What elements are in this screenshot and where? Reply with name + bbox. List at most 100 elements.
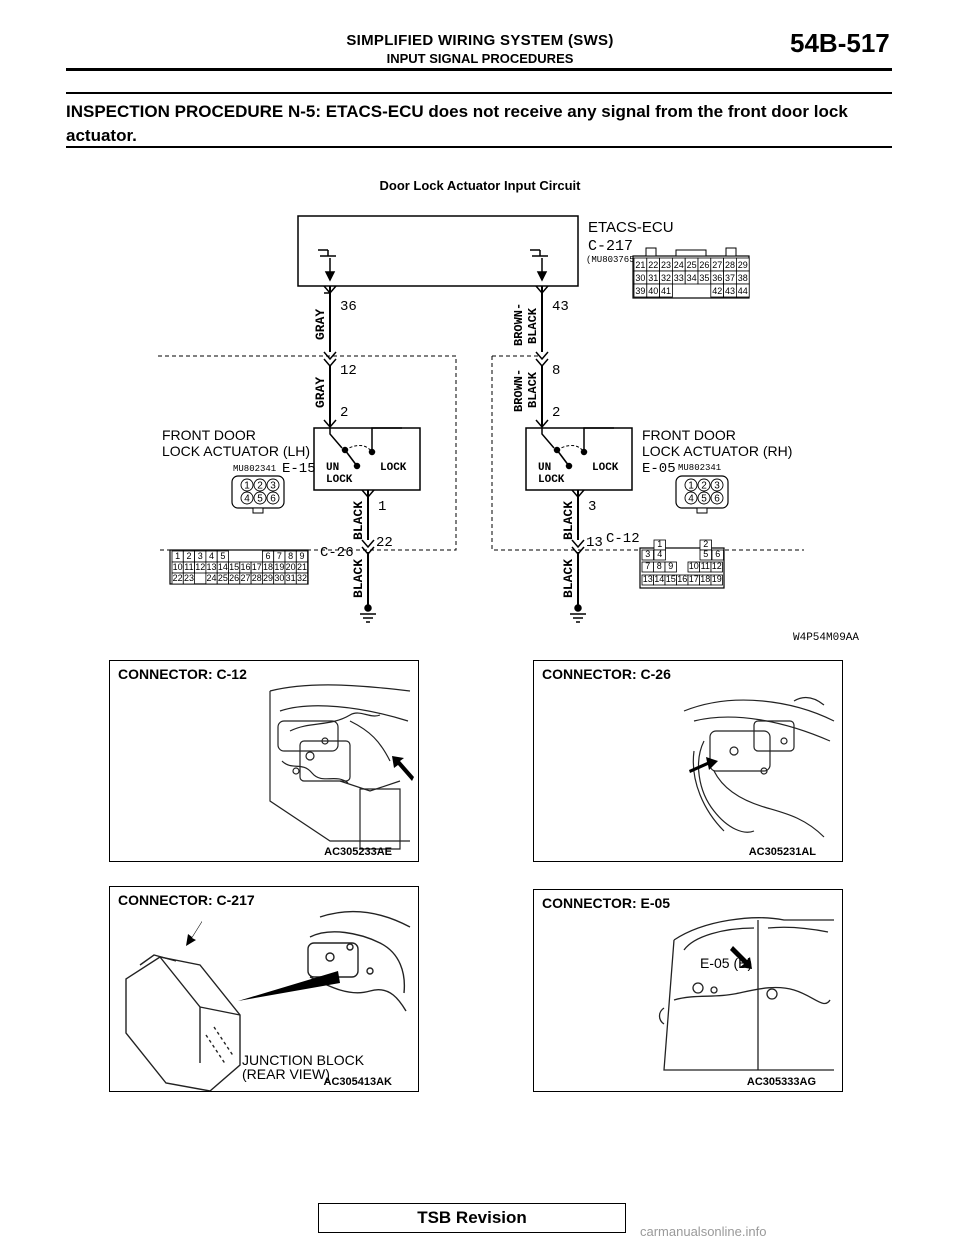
panel-connector-c26: CONNECTOR: C-26 AC305231AL xyxy=(533,660,843,862)
e05-pins-pin-label: 1 xyxy=(688,481,694,492)
c12-pin-label: 19 xyxy=(712,574,722,584)
panel-e05-title: CONNECTOR: E-05 xyxy=(542,895,671,911)
e15-pins-pin-label: 4 xyxy=(244,494,250,505)
e05-pins-pin xyxy=(710,491,724,505)
left-pin-in: 2 xyxy=(340,405,348,421)
c217-pin-label: 44 xyxy=(738,286,748,296)
c26-pin-label: 2 xyxy=(186,551,191,561)
c217-pin-label: 25 xyxy=(687,260,697,270)
c12-pin-label: 13 xyxy=(643,574,653,584)
right-pin-out: 3 xyxy=(588,499,596,515)
right-c12-label: C-12 xyxy=(606,531,640,547)
c26-pin-label: 28 xyxy=(252,573,262,583)
c217-location-illustration: JUNCTION BLOCK (REAR VIEW) xyxy=(125,910,411,1091)
e15-pins-pin-label: 6 xyxy=(270,494,276,505)
c12-pin-label: 6 xyxy=(715,549,720,559)
c217-pin-label: 21 xyxy=(635,260,645,270)
e15-pins-pin xyxy=(266,478,280,492)
c12-pin-cell xyxy=(653,549,666,561)
c12-pin-label: 11 xyxy=(701,561,710,571)
e15-pins-pin-label: 1 xyxy=(244,481,250,492)
left-switch-lock-a: LOCK xyxy=(326,474,353,486)
c12-pin-label: 10 xyxy=(689,561,699,571)
c26-pin-label: 9 xyxy=(299,551,304,561)
c26-pin-label: 29 xyxy=(263,573,273,583)
panel-c12-code: AC305233AE xyxy=(324,846,392,858)
c12-pin-label: 3 xyxy=(645,549,650,559)
c26-pin-label: 7 xyxy=(277,551,282,561)
right-switch-lock-b: LOCK xyxy=(592,462,619,474)
right-wire-black-2: BLACK xyxy=(561,559,576,598)
panel-c217-title: CONNECTOR: C-217 xyxy=(118,892,255,908)
e05-pins-pin xyxy=(710,478,724,492)
ecu-name: ETACS-ECU xyxy=(588,219,674,236)
c217-pin-label: 30 xyxy=(635,273,645,283)
c26-pin-cell xyxy=(182,572,196,585)
c12-pin-label: 15 xyxy=(666,574,676,584)
c12-pin-label: 12 xyxy=(712,561,722,571)
right-wire-brown-2b: BLACK xyxy=(526,371,540,408)
c12-pin-label: 18 xyxy=(700,574,710,584)
e15-pins-pin xyxy=(266,491,280,505)
c12-pin-label: 2 xyxy=(703,539,708,549)
ecu-part-number: (MU803765) xyxy=(586,255,640,265)
right-wire-brown-1a: BROWN- xyxy=(512,303,526,346)
c12-pin-label: 16 xyxy=(677,574,687,584)
c26-pin-label: 19 xyxy=(274,562,284,572)
c12-pin-cell xyxy=(710,561,723,573)
right-pin-in: 2 xyxy=(552,405,560,421)
right-wire-black-1: BLACK xyxy=(561,501,576,540)
left-pin-mid: 12 xyxy=(340,363,357,379)
c26-pin-label: 25 xyxy=(218,573,228,583)
procedure-rule-bottom xyxy=(66,146,892,148)
c12-pin-cell xyxy=(710,574,723,586)
c26-pin-label: 26 xyxy=(229,573,239,583)
c26-pin-label: 14 xyxy=(218,562,228,572)
e05-pins-pin xyxy=(684,491,698,505)
c26-pin-label: 18 xyxy=(263,562,273,572)
c217-pin-label: 40 xyxy=(648,286,658,296)
e05-location-illustration: E-05 (B) xyxy=(658,917,834,1071)
c26-pin-label: 20 xyxy=(286,562,296,572)
c26-pin-label: 8 xyxy=(288,551,293,561)
e05-callout: E-05 (B) xyxy=(700,955,752,971)
right-part-number: MU802341 xyxy=(678,463,721,473)
left-switch-lock-b: LOCK xyxy=(380,462,407,474)
c26-pin-label: 27 xyxy=(240,573,250,583)
right-wire-brown-2a: BROWN- xyxy=(512,369,526,412)
c26-pin-label: 13 xyxy=(207,562,217,572)
right-pin-mid: 8 xyxy=(552,363,560,379)
c12-pin-cell xyxy=(641,549,654,561)
c26-pin-label: 1 xyxy=(175,551,180,561)
panel-c26-code: AC305231AL xyxy=(748,846,816,858)
right-switch-lock-a: LOCK xyxy=(538,474,565,486)
section-title: SIMPLIFIED WIRING SYSTEM (SWS) xyxy=(346,32,614,49)
c217-pin-label: 35 xyxy=(699,273,709,283)
etacs-ecu-box xyxy=(297,215,579,287)
c12-pin-label: 7 xyxy=(645,561,650,571)
e05-pins-pin-label: 3 xyxy=(714,481,720,492)
e05-pins-pin xyxy=(697,491,711,505)
c26-pin-label: 10 xyxy=(173,562,183,572)
left-actuator-label-2: LOCK ACTUATOR (LH) xyxy=(162,443,310,459)
c12-location-illustration xyxy=(269,684,414,850)
c217-pin-label: 32 xyxy=(661,273,671,283)
c217-pin-label: 41 xyxy=(661,286,671,296)
c12-pin-cell xyxy=(664,561,677,573)
ecu-connector: C-217 xyxy=(588,238,633,255)
c26-pin-label: 3 xyxy=(198,551,203,561)
e15-pins-pin xyxy=(240,491,254,505)
e15-pins-pin-label: 3 xyxy=(270,481,276,492)
right-actuator-label-2: LOCK ACTUATOR (RH) xyxy=(642,443,792,459)
c26-location-illustration xyxy=(683,696,835,838)
left-actuator-label-1: FRONT DOOR xyxy=(162,427,256,443)
c217-pin-label: 39 xyxy=(635,286,645,296)
panel-c217-code: AC305413AK xyxy=(323,1076,392,1088)
tsb-revision-box: TSB Revision xyxy=(318,1203,626,1233)
panel-connector-e05: CONNECTOR: E-05 E-05 (B) AC305333AG xyxy=(533,889,843,1092)
c217-pin-label: 34 xyxy=(687,273,697,283)
c217-pin-label: 26 xyxy=(699,260,709,270)
